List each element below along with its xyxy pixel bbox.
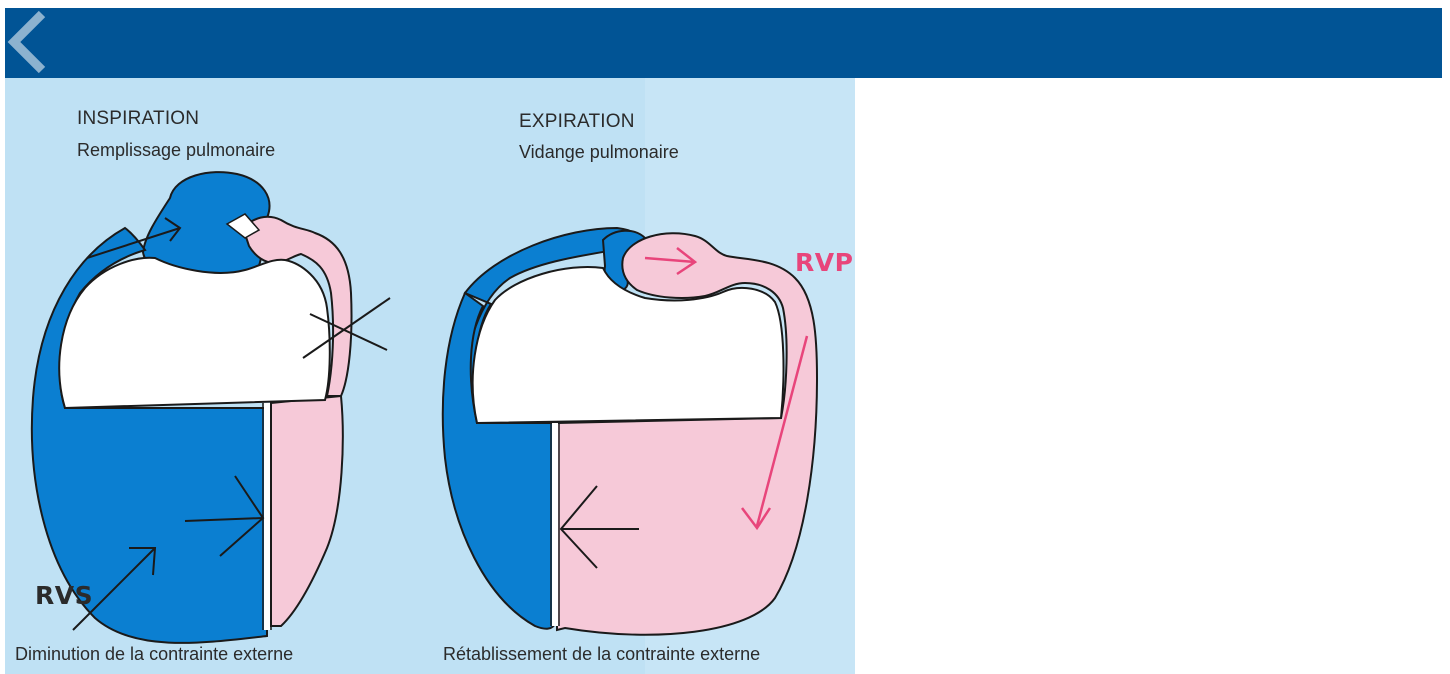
- lung-area-inspiration: [59, 258, 330, 408]
- inspiration-subtitle: Remplissage pulmonaire: [77, 140, 275, 161]
- expiration-title: EXPIRATION: [519, 111, 635, 133]
- label-rvp: RVP: [795, 248, 853, 277]
- expiration-subtitle: Vidange pulmonaire: [519, 142, 679, 163]
- back-button[interactable]: [0, 0, 60, 78]
- chevron-left-icon: [0, 0, 60, 78]
- heart-lung-diagram: INSPIRATION Remplissage pulmonaire EXPIR…: [5, 78, 855, 674]
- inspiration-title: INSPIRATION: [77, 108, 199, 130]
- label-rvs: RVS: [35, 581, 93, 610]
- lung-area-expiration: [473, 267, 784, 423]
- diagram-canvas: [5, 78, 855, 674]
- inspiration-caption: Diminution de la contrainte externe: [15, 644, 293, 665]
- header-bar: [5, 8, 1442, 78]
- expiration-caption: Rétablissement de la contrainte externe: [443, 644, 760, 665]
